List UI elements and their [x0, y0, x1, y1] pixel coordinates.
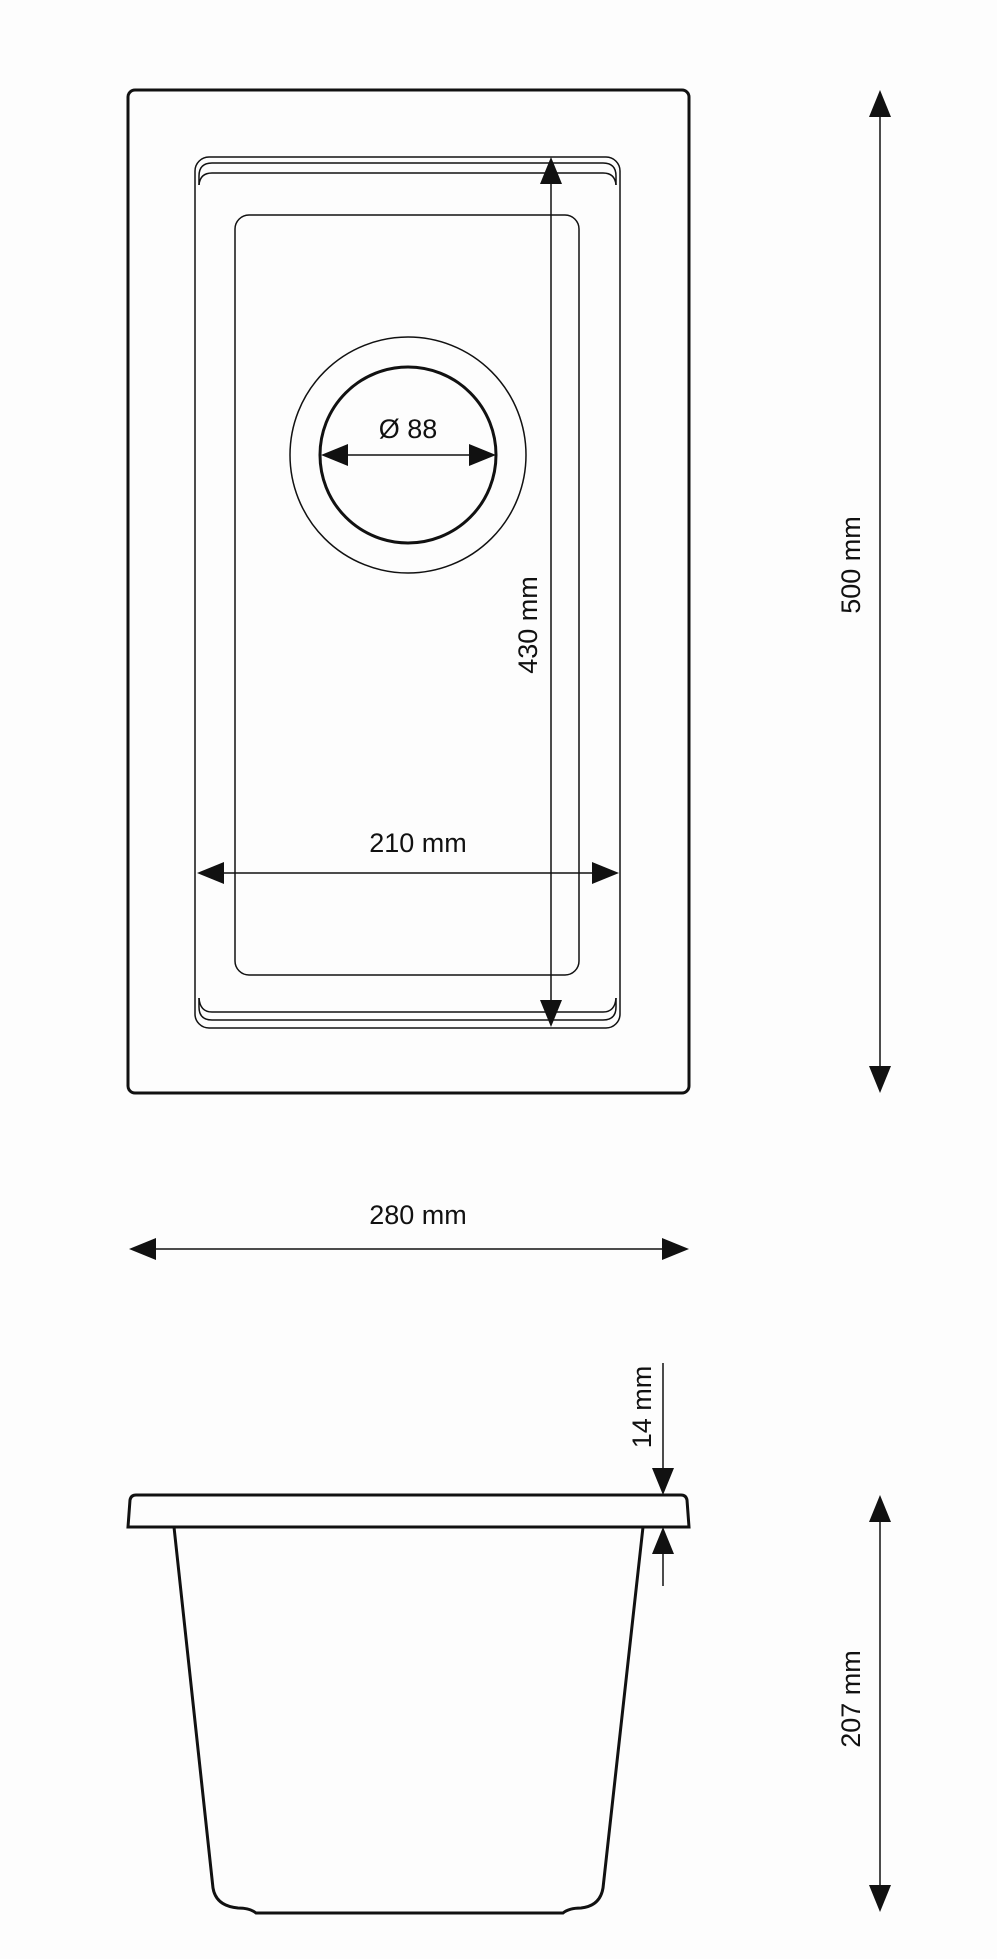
arrowhead [869, 90, 891, 117]
bowl-length-label: 430 mm [513, 576, 543, 674]
bowl-outline [234, 214, 580, 976]
rim-inner-bottom-2 [198, 997, 617, 1013]
arrowhead [540, 1000, 562, 1027]
bowl-width-label: 210 mm [369, 828, 467, 858]
arrowhead [129, 1238, 156, 1260]
arrowhead [652, 1527, 674, 1554]
arrowhead [662, 1238, 689, 1260]
arrowhead [869, 1495, 891, 1522]
arrowhead [469, 444, 496, 466]
arrowhead [197, 862, 224, 884]
rim-inner-bottom [198, 998, 617, 1021]
rim-profile [126, 1493, 691, 1529]
rim-outline [194, 156, 621, 1029]
arrowhead [869, 1066, 891, 1093]
side-view: 14 mm 207 mm [126, 1363, 891, 1915]
drain-outer [289, 336, 527, 574]
bowl-depth-label: 207 mm [836, 1650, 866, 1748]
rim-inner-top [198, 162, 617, 185]
drain-diameter-label: Ø 88 [379, 414, 438, 444]
overall-width-label: 280 mm [369, 1200, 467, 1230]
arrowhead [540, 157, 562, 184]
arrowhead [869, 1885, 891, 1912]
arrowhead [592, 862, 619, 884]
arrowhead [652, 1468, 674, 1495]
bowl-profile [172, 1526, 645, 1915]
rim-height-label: 14 mm [627, 1366, 657, 1449]
top-view: Ø 88 430 mm 210 mm 500 mm 280 mm [126, 88, 891, 1260]
arrowhead [321, 444, 348, 466]
rim-inner-top-2 [198, 172, 617, 186]
outer-outline [126, 88, 691, 1095]
overall-length-label: 500 mm [836, 516, 866, 614]
